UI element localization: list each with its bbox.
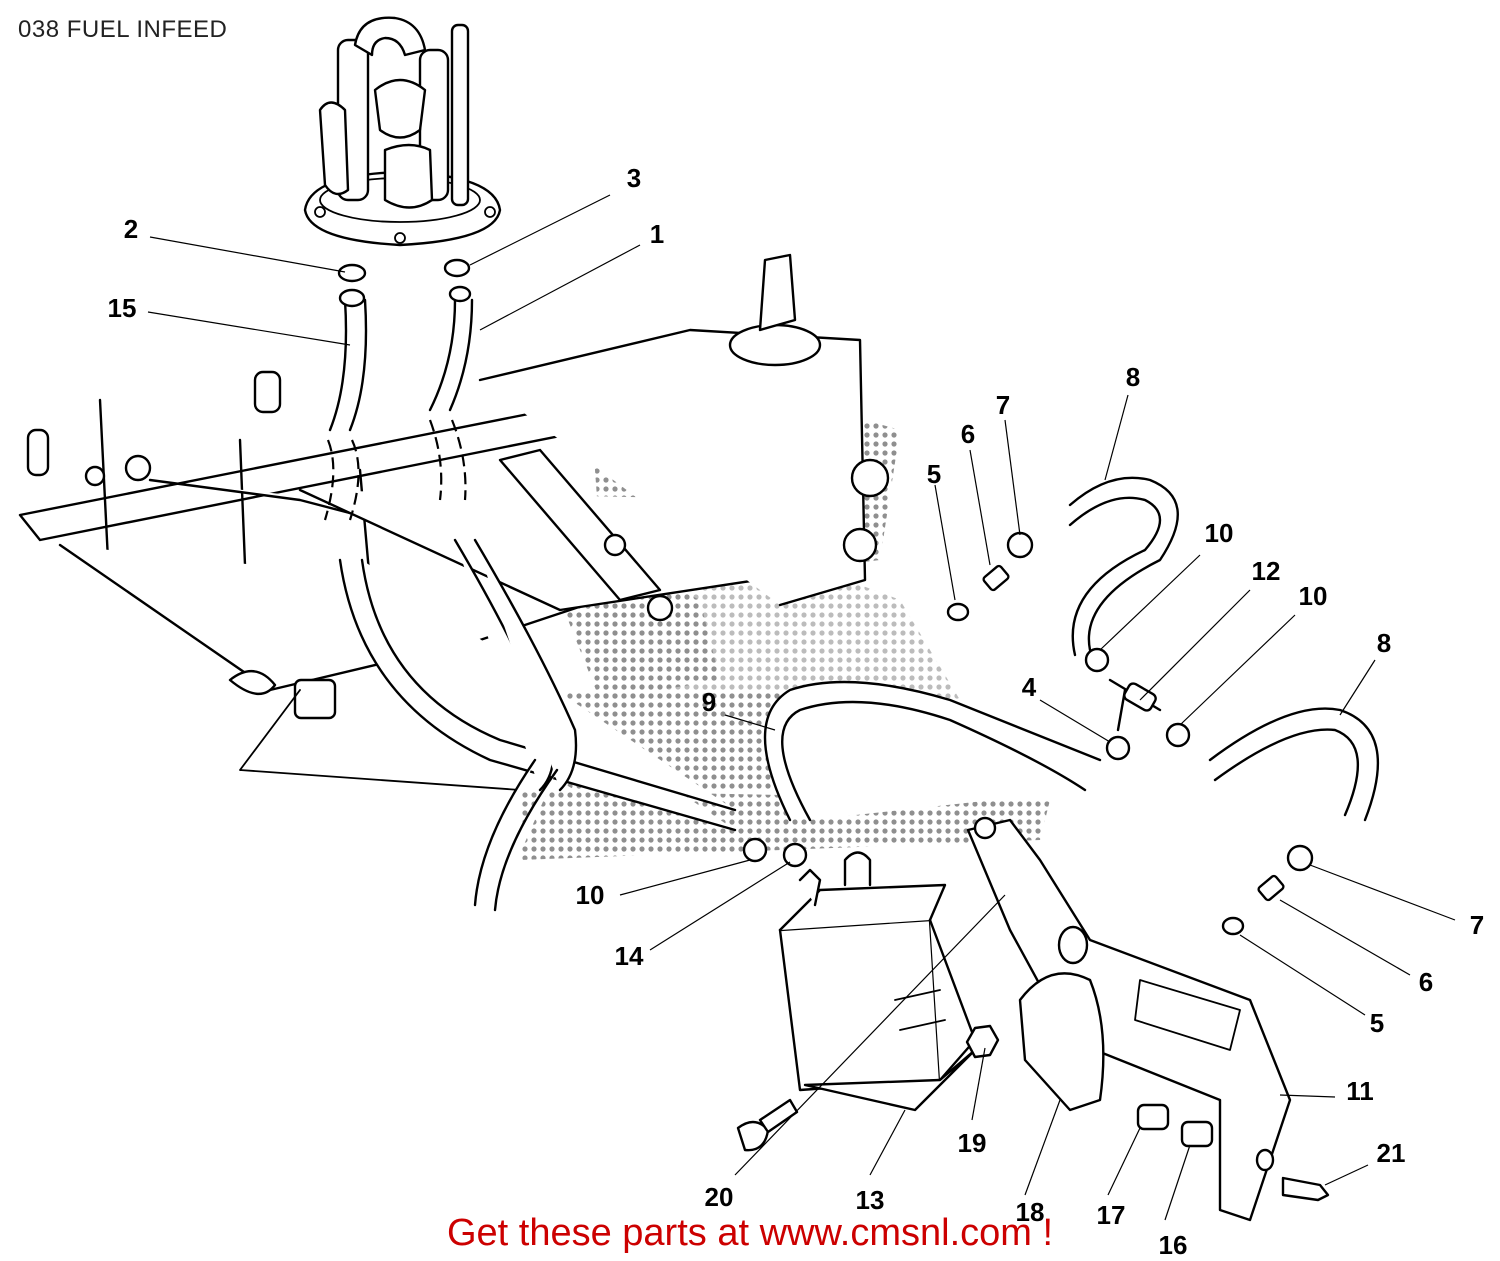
callout-6-lower: 6 xyxy=(1419,967,1433,997)
callout-17: 17 xyxy=(1097,1200,1126,1230)
callout-14: 14 xyxy=(615,941,644,971)
fuel-hoses xyxy=(323,258,1380,936)
callout-20: 20 xyxy=(705,1182,734,1212)
motorcycle-frame xyxy=(18,253,890,791)
callout-12: 12 xyxy=(1252,556,1281,586)
callout-11: 11 xyxy=(1346,1076,1374,1106)
callout-15: 15 xyxy=(108,293,137,323)
fuel-pump-assembly xyxy=(303,16,502,247)
callout-16: 16 xyxy=(1159,1230,1188,1260)
diagram-title: 038 FUEL INFEED xyxy=(18,16,228,43)
callout-3: 3 xyxy=(627,163,641,193)
callout-5-lower: 5 xyxy=(1370,1008,1384,1038)
callout-2: 2 xyxy=(124,214,138,244)
callout-8-lower: 8 xyxy=(1377,628,1391,658)
leader-lines xyxy=(147,194,1456,1221)
callout-10-right: 10 xyxy=(1299,581,1328,611)
evap-canister xyxy=(778,851,977,1112)
canister-bracket xyxy=(736,816,1330,1222)
callout-10-upper: 10 xyxy=(1205,518,1234,548)
callout-13: 13 xyxy=(856,1185,885,1215)
callout-5-upper: 5 xyxy=(927,459,941,489)
callout-7-lower: 7 xyxy=(1470,910,1484,940)
callout-18: 18 xyxy=(1016,1197,1045,1227)
callout-8-upper: 8 xyxy=(1126,362,1140,392)
footer-link-text[interactable]: Get these parts at www.cmsnl.com ! xyxy=(446,1212,1054,1254)
callout-10-lower: 10 xyxy=(576,880,605,910)
callout-19: 19 xyxy=(958,1128,987,1158)
callout-7-upper: 7 xyxy=(996,390,1010,420)
callout-21: 21 xyxy=(1377,1138,1406,1168)
callout-labels: 2 3 1 15 8 7 6 5 10 12 10 8 4 9 10 14 7 … xyxy=(108,163,1485,1260)
callout-9: 9 xyxy=(702,687,716,717)
callout-6-upper: 6 xyxy=(961,419,975,449)
callout-4: 4 xyxy=(1022,672,1037,702)
callout-1: 1 xyxy=(650,219,664,249)
